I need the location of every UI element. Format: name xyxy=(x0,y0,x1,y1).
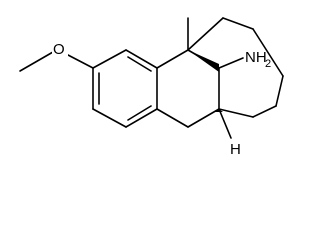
hydrogen-atom-label: H xyxy=(230,141,241,158)
structure-canvas: O NH 2 H xyxy=(19,17,284,158)
amine-atom-label: NH xyxy=(245,49,267,66)
bridge-bond xyxy=(252,105,277,118)
aromatic-double-bond xyxy=(127,56,152,72)
oxygen-label-bg xyxy=(52,40,68,56)
amine-bond xyxy=(218,57,244,69)
amine-subscript: 2 xyxy=(265,58,271,70)
methyl-bond xyxy=(19,51,54,72)
aromatic-bond xyxy=(92,108,127,128)
aromatic-double-bond xyxy=(127,105,152,121)
molecule-drawing: O NH 2 H xyxy=(19,17,284,158)
ring-bond xyxy=(156,108,189,128)
bridge-bond xyxy=(187,17,224,51)
aromatic-bond xyxy=(92,49,127,69)
bridge-bond xyxy=(218,108,254,118)
aromatic-bond xyxy=(125,108,158,128)
bond-lines xyxy=(19,17,284,139)
ring-bond xyxy=(156,49,189,69)
hydrogen-bond xyxy=(218,108,232,139)
oxygen-ring-bond xyxy=(67,54,94,69)
bridge-bond xyxy=(275,75,284,107)
ring-bond xyxy=(187,108,220,128)
wedge-bond xyxy=(215,109,223,112)
bridge-bond xyxy=(252,28,284,77)
wedge-bond xyxy=(188,50,219,72)
bridge-bond xyxy=(222,17,254,30)
oxygen-atom-label: O xyxy=(53,41,65,58)
aromatic-bond xyxy=(125,49,158,69)
